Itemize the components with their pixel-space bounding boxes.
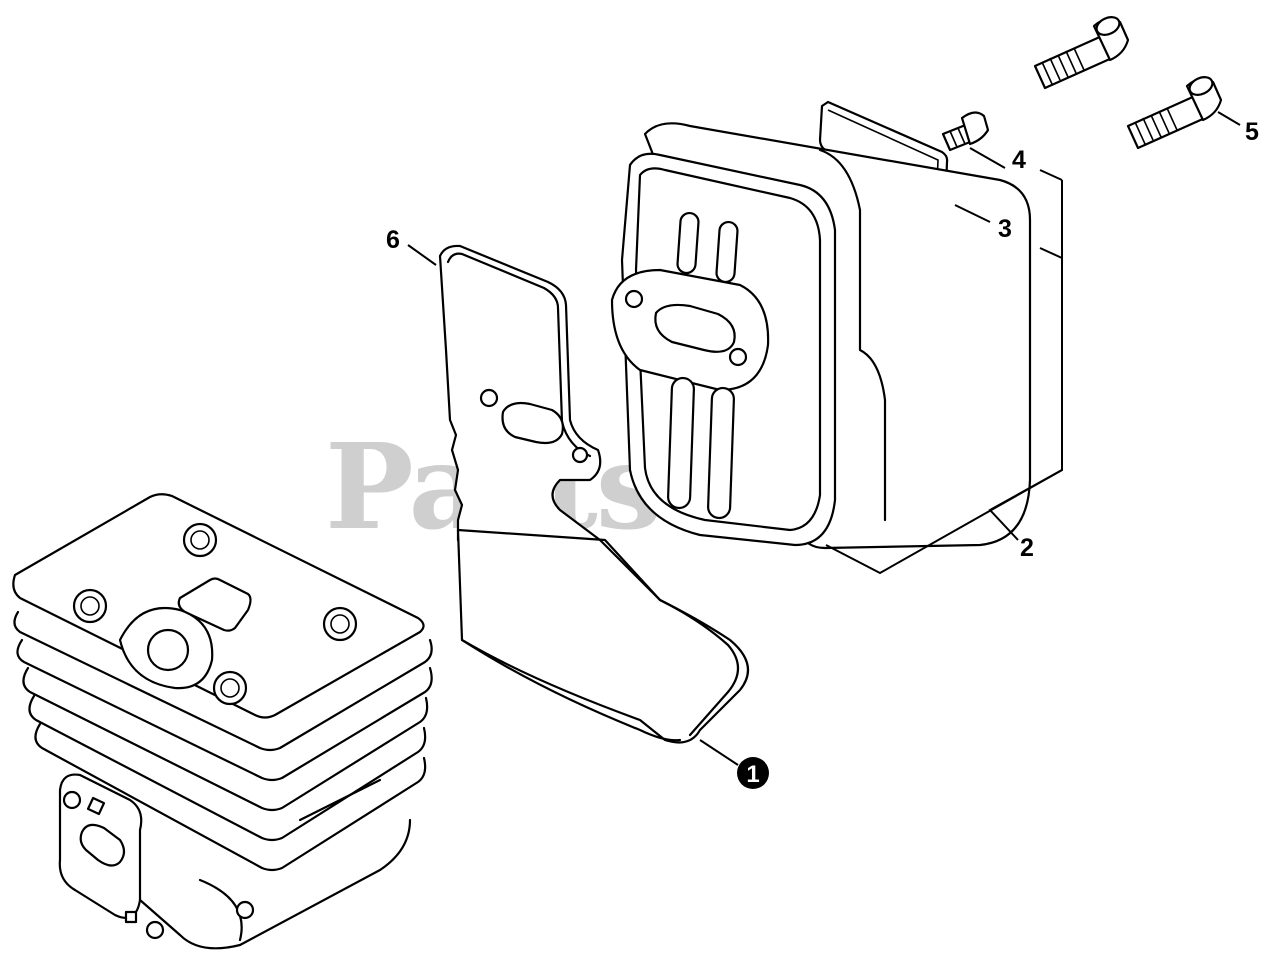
gasket-part[interactable] [438,244,602,542]
callout-1-marker[interactable] [737,757,769,789]
cylinder-reference [12,493,433,950]
callout-1[interactable]: 1 [746,761,759,788]
callout-6[interactable]: 6 [386,226,400,254]
leader-lines [407,111,1241,766]
heat-shield-part[interactable] [456,528,750,744]
callout-3[interactable]: 3 [998,215,1012,243]
bolt-lower-part[interactable] [1126,74,1223,150]
callout-4[interactable]: 4 [1012,146,1026,174]
callout-2[interactable]: 2 [1020,534,1034,562]
callout-brackets [825,169,1063,575]
callout-5[interactable]: 5 [1245,118,1259,146]
bolt-upper-part[interactable] [1033,14,1130,90]
callouts: 1 2 3 4 5 6 [386,118,1259,789]
muffler-part[interactable] [610,122,1032,550]
short-screw-part[interactable] [941,111,990,152]
